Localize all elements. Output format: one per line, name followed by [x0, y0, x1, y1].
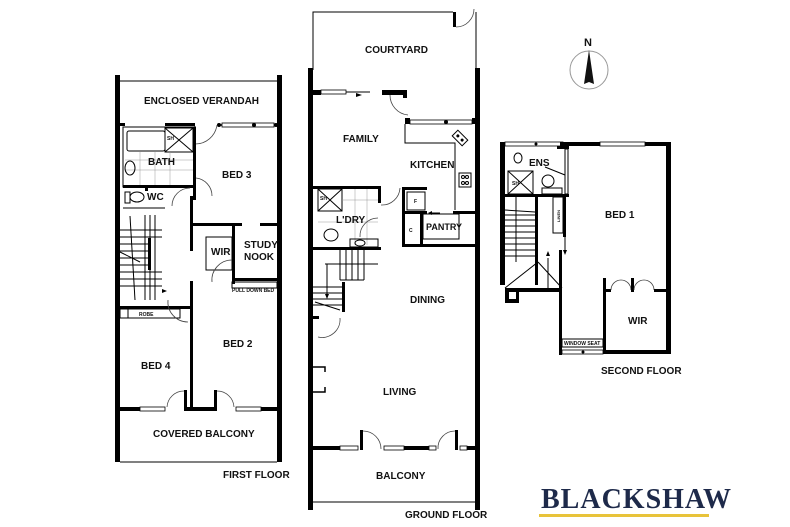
room-wir-second: WIR: [628, 316, 648, 327]
brand-logo: BLACKSHAW: [541, 484, 733, 515]
room-family: FAMILY: [343, 134, 379, 145]
north-arrow-icon: N: [569, 37, 609, 90]
room-dining: DINING: [410, 295, 445, 306]
first-floor-plan: SH BATH WC BED 3 WIR STUDY NOOK: [115, 75, 290, 481]
floor-title-second: SECOND FLOOR: [601, 366, 682, 377]
room-study: STUDY: [244, 240, 278, 251]
svg-text:SH: SH: [320, 196, 327, 202]
room-bed4: BED 4: [141, 361, 171, 372]
label-fridge: F: [414, 199, 417, 205]
room-balcony: BALCONY: [376, 471, 426, 482]
second-floor-plan: ENS SH LINEN: [500, 141, 682, 377]
room-bed3: BED 3: [222, 170, 252, 181]
room-bed2: BED 2: [223, 339, 253, 350]
room-wc: WC: [147, 192, 164, 203]
floor-title-first: FIRST FLOOR: [223, 470, 290, 481]
svg-text:SH: SH: [512, 181, 519, 187]
room-covered-balcony: COVERED BALCONY: [153, 429, 255, 440]
room-courtyard: COURTYARD: [365, 45, 428, 56]
label-linen: LINEN: [556, 210, 561, 222]
room-enclosed-verandah: ENCLOSED VERANDAH: [144, 96, 259, 107]
compass-label: N: [584, 37, 592, 49]
room-kitchen: KITCHEN: [410, 160, 454, 171]
label-pull-down-bed: PULL DOWN BED: [232, 288, 275, 294]
room-study-nook: NOOK: [244, 252, 275, 263]
room-living: LIVING: [383, 387, 417, 398]
room-bed1: BED 1: [605, 210, 635, 221]
room-bath: BATH: [148, 157, 175, 168]
room-ens: ENS: [529, 158, 550, 169]
label-window-seat: WINDOW SEAT: [564, 341, 600, 347]
floor-title-ground: GROUND FLOOR: [405, 510, 488, 521]
room-wir-first: WIR: [211, 247, 231, 258]
ground-floor-plan: COURTYARD FAMILY KITCHEN F: [308, 8, 488, 521]
room-pantry: PANTRY: [426, 222, 462, 232]
label-robe: ROBE: [139, 312, 154, 318]
svg-text:SH: SH: [167, 136, 174, 142]
brand-underline: [539, 514, 709, 517]
room-laundry: L'DRY: [336, 215, 366, 226]
label-cupboard: C: [409, 228, 413, 234]
